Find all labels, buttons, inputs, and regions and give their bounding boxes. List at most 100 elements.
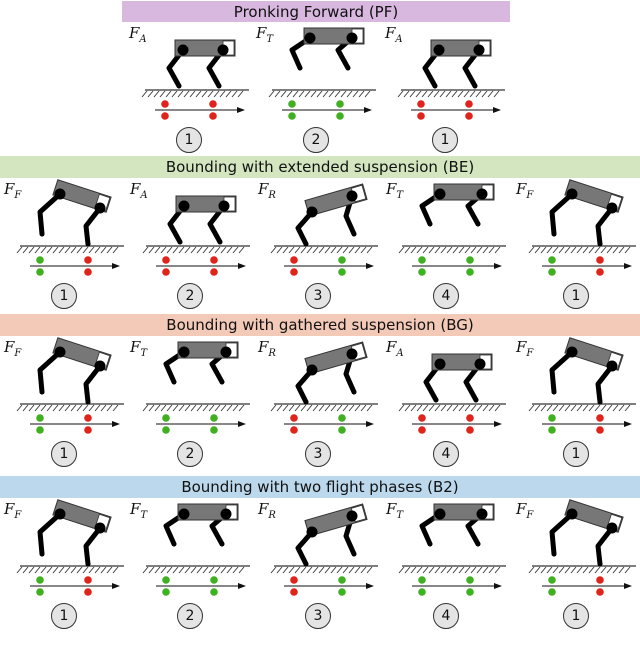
arrow-head [366,263,374,269]
hatch-stroke [112,566,119,574]
hatch-stroke [70,246,77,254]
leg-state-dot [336,112,344,120]
hatch-stroke [446,246,453,254]
leg-state-dot [210,426,218,434]
leg-state-dot [418,414,426,422]
hatch-stroke [225,90,232,98]
hatch-stroke [88,404,95,412]
hatch-stroke [470,566,477,574]
hatch-stroke [183,90,190,98]
hatch-stroke [16,404,23,412]
leg-state-dot [596,588,604,596]
hatch-stroke [189,90,196,98]
hatch-stroke [427,90,434,98]
hip-joint [94,522,106,534]
hip-joint [434,358,446,370]
arrow-head [624,583,632,589]
hatch-stroke [28,246,35,254]
leg-state-dot [548,426,556,434]
phase-number: 4 [433,441,459,467]
leg-state-dot [596,256,604,264]
foot [303,241,309,247]
hatch-stroke [202,566,209,574]
rear-leg [37,511,63,557]
hatch-stroke [100,404,107,412]
hip-joint [306,526,318,538]
hatch-stroke [231,90,238,98]
hip-joint [306,364,318,376]
hatch-stroke [322,90,329,98]
leg-state-dot [162,268,170,276]
robot-drawing [398,183,506,276]
ground-hatching [398,246,501,254]
foot [351,389,357,395]
hatch-stroke [421,90,428,98]
hatch-stroke [82,246,89,254]
foot [427,221,433,227]
hatch-stroke [318,246,325,254]
hatch-stroke [582,246,589,254]
leg-state-dot [36,588,44,596]
hatch-stroke [294,246,301,254]
phase-number: 1 [563,441,589,467]
hip-joint [566,188,578,200]
hatch-stroke [540,404,547,412]
hatch-stroke [100,566,107,574]
leg-state-dot [465,100,473,108]
hatch-stroke [312,566,319,574]
hatch-stroke [434,246,441,254]
hatch-stroke [330,404,337,412]
hatch-stroke [452,246,459,254]
foot [217,239,223,245]
ground-hatching [528,404,631,412]
hatch-stroke [40,566,47,574]
contact-mode-label: FR [258,338,276,359]
hatch-stroke [564,404,571,412]
hatch-stroke [618,404,625,412]
mode-subscript: T [140,510,148,521]
arrow-head [624,263,632,269]
leg-state-dot [596,576,604,584]
hip-joint [474,358,486,370]
mode-subscript: A [396,348,404,359]
mode-subscript: F [526,510,534,521]
hatch-stroke [276,404,283,412]
foot [176,83,182,89]
hip-joint [433,44,445,56]
hatch-stroke [434,566,441,574]
hatch-stroke [310,90,317,98]
leg-state-dot [161,112,169,120]
hip-joint [566,346,578,358]
hatch-stroke [493,90,500,98]
hatch-stroke [64,566,71,574]
front-leg [83,363,103,405]
hatch-stroke [546,246,553,254]
mode-symbol: F [516,180,527,198]
mode-symbol: F [4,338,15,356]
hatch-stroke [488,246,495,254]
hatch-stroke [624,246,631,254]
hip-joint [94,360,106,372]
hatch-stroke [552,404,559,412]
ground-hatching [142,404,245,412]
hatch-stroke [106,566,113,574]
hatch-stroke [476,566,483,574]
hatch-stroke [184,404,191,412]
hatch-stroke [177,90,184,98]
leg-state-dot [162,414,170,422]
hatch-stroke [165,90,172,98]
arrow-head [112,583,120,589]
hatch-stroke [439,90,446,98]
hatch-stroke [22,404,29,412]
hatch-stroke [160,404,167,412]
mode-symbol: F [385,24,396,42]
hatch-stroke [476,246,483,254]
leg-state-dot [548,576,556,584]
